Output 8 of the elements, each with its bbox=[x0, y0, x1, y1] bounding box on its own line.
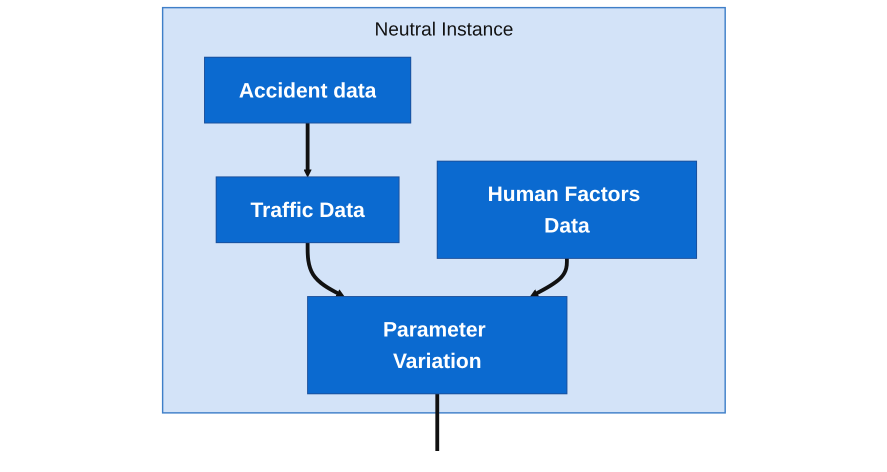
node-box: Accident data bbox=[204, 56, 411, 124]
node-box: Human Factors Data bbox=[436, 160, 697, 259]
connector bbox=[434, 394, 439, 452]
arrow bbox=[530, 258, 568, 297]
arrow bbox=[305, 242, 344, 297]
arrow bbox=[303, 123, 312, 178]
node-box: Traffic Data bbox=[215, 176, 400, 244]
node-box: Parameter Variation bbox=[306, 296, 568, 394]
